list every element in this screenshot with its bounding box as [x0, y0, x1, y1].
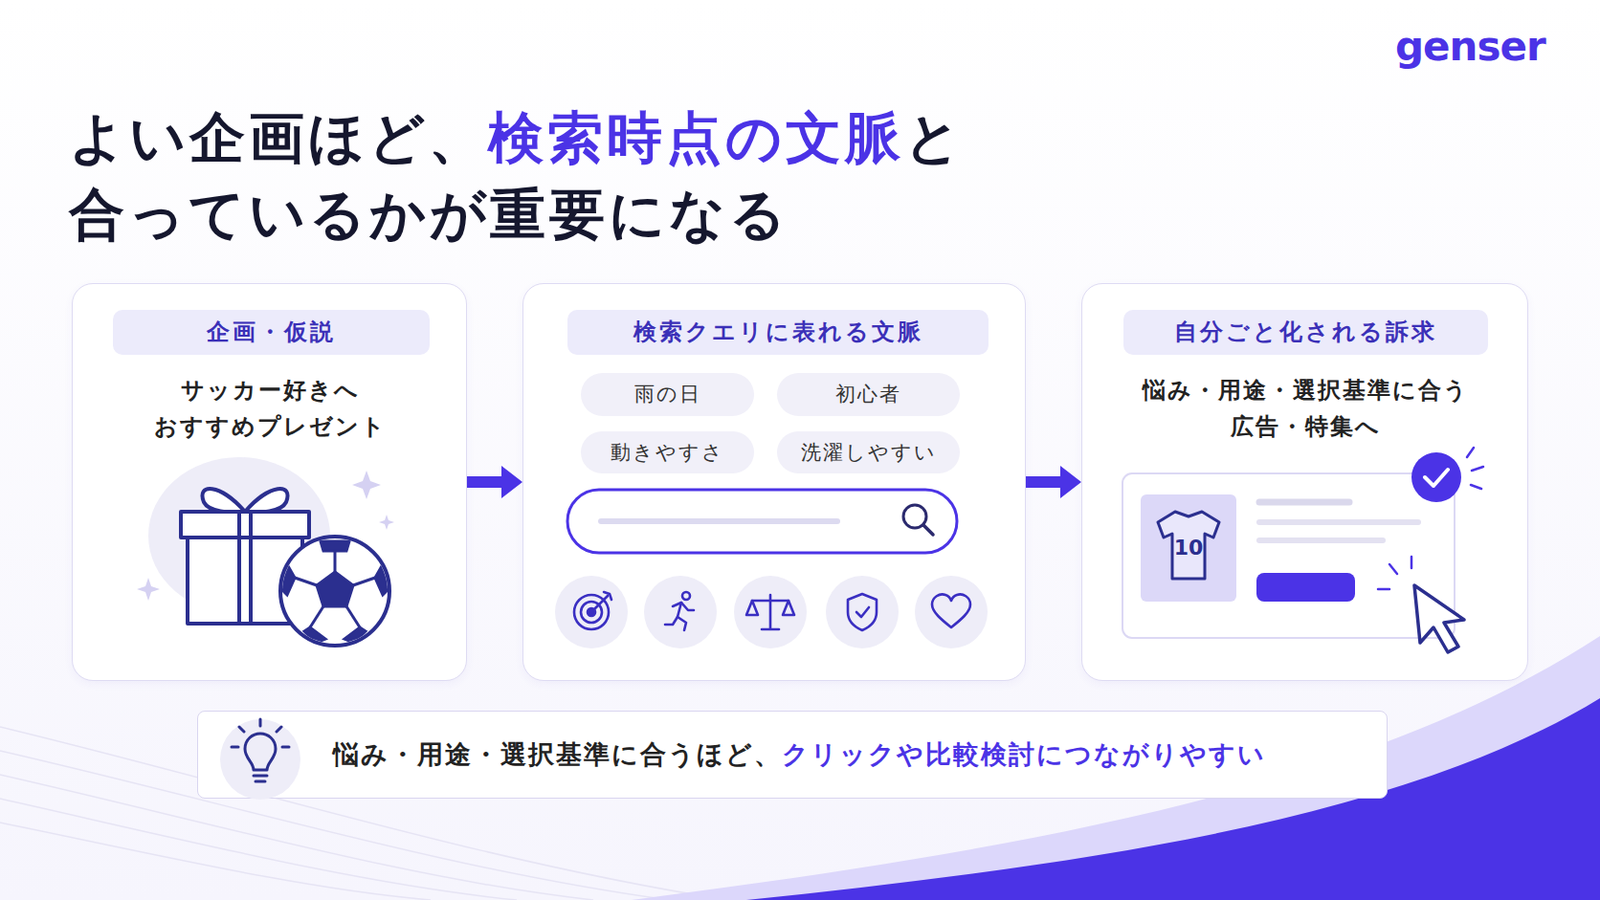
stage-card: 検索クエリに表れる文脈雨の日初心者動きやすさ洗濯しやすい — [522, 283, 1026, 682]
query-chip: 雨の日 — [580, 373, 755, 417]
card-heading: 企画・仮説 — [112, 310, 430, 356]
query-chip: 初心者 — [777, 373, 960, 417]
stage-card: 企画・仮説サッカー好きへ おすすめプレゼント — [71, 283, 467, 682]
accent-text: 検索時点の文脈 — [488, 105, 905, 171]
stage-card: 自分ごと化される訴求悩み・用途・選択基準に合う 広告・特集へ — [1081, 283, 1529, 682]
card-body: サッカー好きへ おすすめプレゼント — [84, 372, 457, 445]
ad-mockup — [1122, 447, 1484, 653]
chip-label: 洗濯しやすい — [777, 431, 960, 474]
brand-logo: genser — [1395, 22, 1546, 70]
text-run: 悩み・用途・選択基準に合うほど、 — [333, 739, 782, 770]
chip-label: 初心者 — [777, 373, 960, 417]
diagram-title: よい企画ほど、検索時点の文脈と合っているかが重要になる — [68, 99, 965, 253]
accent-text: クリックや比較検討につながりやすい — [781, 739, 1267, 770]
insight-banner: 悩み・用途・選択基準に合うほど、クリックや比較検討につながりやすい — [197, 711, 1388, 800]
query-chip: 洗濯しやすい — [777, 431, 960, 474]
search-bar — [567, 489, 957, 554]
text-run: よい企画ほど、 — [68, 105, 489, 171]
flow-arrow — [466, 466, 523, 499]
text-run: 合っているかが重要になる — [68, 181, 790, 247]
bulb-icon — [220, 719, 301, 800]
card-body: 悩み・用途・選択基準に合う 広告・特集へ — [1101, 372, 1511, 445]
card-heading: 検索クエリに表れる文脈 — [567, 310, 989, 356]
chip-label: 雨の日 — [580, 373, 755, 417]
flow-arrow — [1025, 466, 1082, 499]
card-heading: 自分ごと化される訴求 — [1123, 310, 1489, 356]
icon-row — [555, 576, 988, 649]
gift-illustration — [136, 457, 395, 646]
query-chip: 動きやすさ — [580, 431, 755, 474]
jersey-number: 10 — [1163, 535, 1214, 560]
chip-label: 動きやすさ — [580, 431, 755, 474]
insight-text: 悩み・用途・選択基準に合うほど、クリックや比較検討につながりやすい — [333, 711, 1367, 798]
text-run: と — [904, 105, 965, 171]
